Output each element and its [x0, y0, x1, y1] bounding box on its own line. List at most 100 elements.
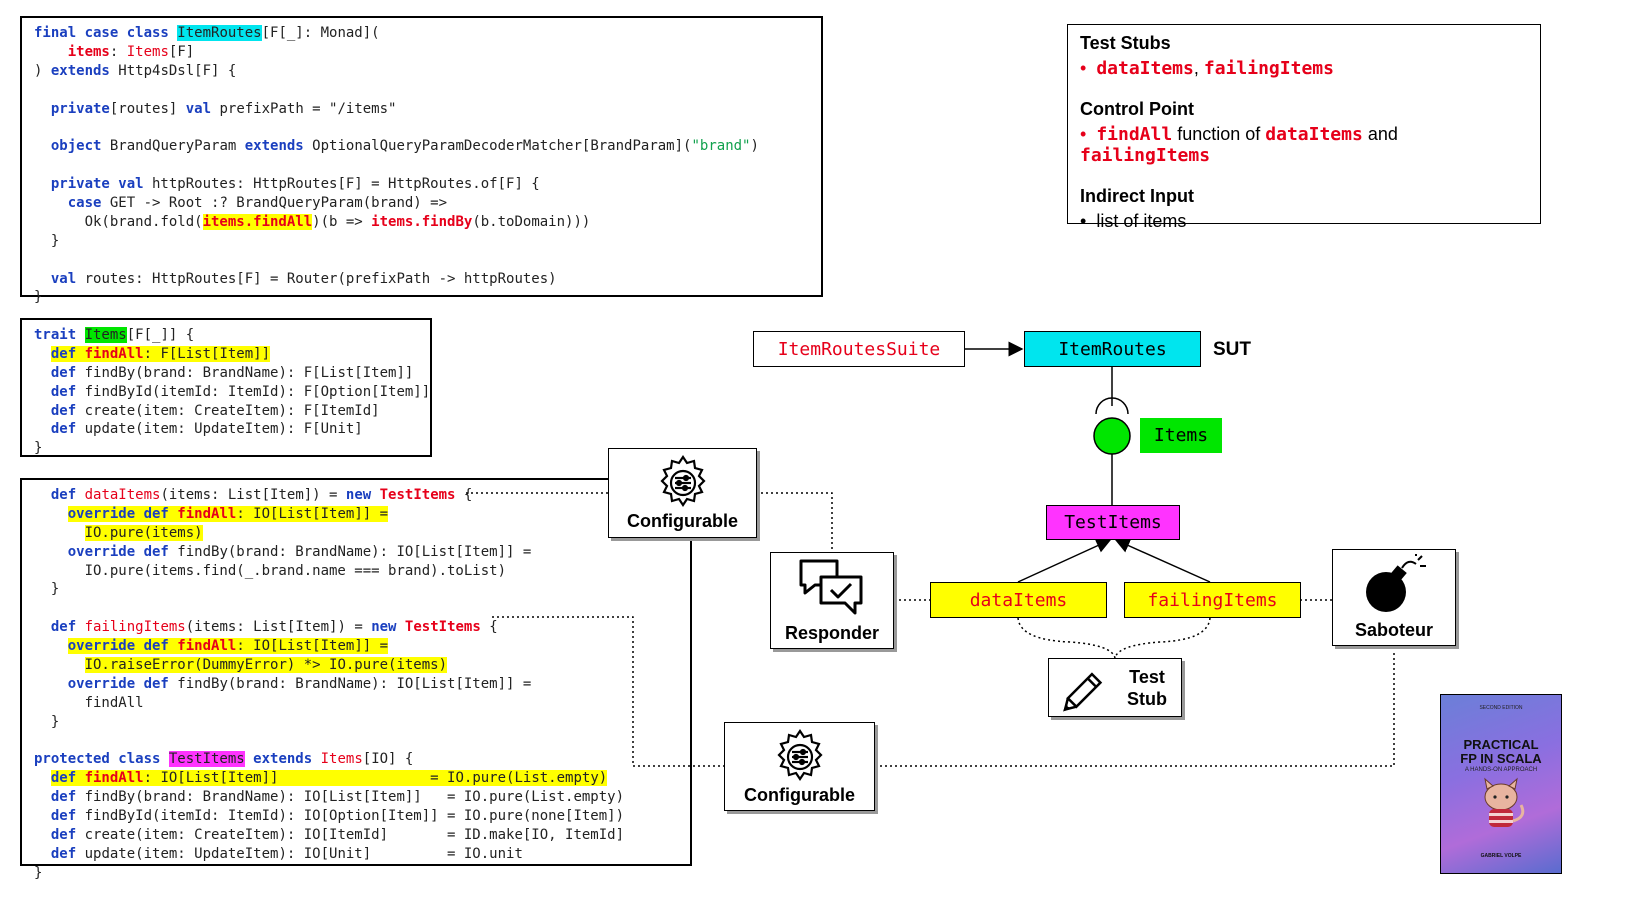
code-token: items — [67, 43, 110, 60]
indirect-item: list of items — [1096, 211, 1187, 231]
code-line: def create(item: CreateItem): IO[ItemId]… — [34, 826, 678, 845]
code-token: TestItems — [379, 487, 456, 503]
code-token: findAll — [177, 638, 237, 655]
failing-items-stub-curve — [1114, 617, 1211, 659]
code-token: } — [34, 232, 60, 249]
code-token: findAll — [84, 770, 144, 787]
code-token: findBy(brand: BrandName): IO[List[Item]]… — [76, 789, 625, 806]
code-token: routes: HttpRoutes[F] = Router(prefixPat… — [76, 270, 557, 287]
code-token: OptionalQueryParamDecoderMatcher[BrandPa… — [303, 138, 692, 155]
code-token: : F[List[Item]] — [143, 345, 271, 362]
items-trait-code-box: trait Items[F[_]] { def findAll: F[List[… — [20, 318, 432, 457]
code-token: private val — [50, 176, 144, 193]
items-label: Items — [1153, 425, 1209, 446]
code-token: items.findAll — [202, 213, 313, 230]
code-token: dataItems — [84, 487, 161, 503]
code-token: : IO[List[Item]] = IO.pure(List.empty) — [143, 770, 608, 787]
code-token: def — [50, 383, 77, 400]
code-line: override def findBy(brand: BrandName): I… — [34, 675, 678, 694]
item-routes-code-box: final case class ItemRoutes[F[_]: Monad]… — [20, 16, 823, 305]
code-token: (items: List[Item]) = — [160, 487, 346, 503]
configurable-to-saboteur-link — [875, 650, 1395, 767]
code-line: protected class TestItems extends Items[… — [34, 750, 678, 769]
code-token: findBy(brand: BrandName): IO[List[Item]]… — [168, 675, 532, 692]
code-line: } — [34, 580, 678, 599]
code-line: def findById(itemId: ItemId): F[Option[I… — [34, 383, 430, 402]
test-stub-data-items: dataItems — [1096, 58, 1194, 79]
test-items-code-box: def dataItems(items: List[Item]) = new T… — [20, 478, 692, 881]
code-line: IO.pure(items.find(_.brand.name === bran… — [34, 562, 678, 581]
code-line: private[routes] val prefixPath = "/items… — [34, 100, 809, 119]
code-token: findById(itemId: ItemId): F[Option[Item]… — [76, 383, 431, 400]
bullet: • — [1080, 124, 1087, 144]
code-token: def — [50, 770, 85, 787]
book-title-line2: FP IN SCALA — [1460, 751, 1542, 766]
code-token: BrandQueryParam — [101, 138, 245, 155]
code-token: findAll — [84, 345, 144, 362]
code-token: extends — [244, 138, 304, 155]
code-line: def failingItems(items: List[Item]) = ne… — [34, 618, 678, 637]
code-token: [IO] { — [362, 751, 414, 768]
code-line: def findAll: IO[List[Item]] = IO.pure(Li… — [34, 769, 678, 788]
item-routes-suite-node: ItemRoutesSuite — [753, 331, 965, 367]
code-line: def create(item: CreateItem): F[ItemId] — [34, 402, 418, 421]
book-title-line1: PRACTICAL — [1463, 737, 1539, 752]
responder-label: Responder — [784, 623, 880, 643]
code-token: case — [67, 195, 102, 212]
failing-items-def-to-configurable-link — [492, 616, 724, 767]
code-line: ) extends Http4sDsl[F] { — [34, 62, 809, 81]
configurable-card-bottom: Configurable — [724, 722, 875, 811]
code-token: : IO[List[Item]] = — [236, 638, 389, 655]
code-token: object — [50, 138, 102, 155]
code-token: { — [480, 619, 498, 636]
code-line: object BrandQueryParam extends OptionalQ… — [34, 137, 809, 156]
code-line: override def findBy(brand: BrandName): I… — [34, 543, 678, 562]
code-line: } — [34, 232, 809, 251]
code-token: items.findBy — [371, 213, 473, 230]
code-token: GET -> Root :? BrandQueryParam(brand) => — [101, 195, 448, 212]
indirect-input-line: • list of items — [1080, 211, 1528, 232]
code-token: TestItems — [168, 751, 245, 768]
configurable-label-bottom: Configurable — [744, 785, 855, 805]
book-edition: SECOND EDITION — [1479, 705, 1523, 711]
failing-items-label: failingItems — [1147, 589, 1278, 611]
item-routes-node: ItemRoutes — [1024, 331, 1201, 367]
code-token: create(item: CreateItem): F[ItemId] — [76, 402, 380, 419]
test-items-code: def dataItems(items: List[Item]) = new T… — [34, 486, 678, 883]
data-items-inherit-arrow — [1017, 538, 1112, 583]
code-token: [F[_]] { — [126, 327, 195, 343]
code-token: : IO[List[Item]] = — [236, 505, 389, 522]
code-token: findBy(brand: BrandName): IO[List[Item]]… — [168, 543, 532, 560]
data-items-def-to-responder-link — [466, 492, 833, 552]
items-node: Items — [1140, 418, 1222, 453]
separator: , — [1193, 58, 1199, 78]
control-and: and — [1367, 124, 1398, 144]
code-token: override def — [67, 505, 178, 522]
code-token: private — [50, 100, 110, 117]
code-token: Items — [320, 751, 363, 768]
failing-items-inherit-arrow — [1114, 538, 1211, 583]
code-token: prefixPath = "/items" — [211, 100, 397, 117]
code-token: [F] — [168, 43, 195, 60]
test-items-label: TestItems — [1064, 512, 1162, 533]
control-text: function of — [1177, 124, 1261, 144]
code-line: override def findAll: IO[List[Item]] = — [34, 637, 678, 656]
code-token: override def — [67, 638, 178, 655]
book-subtitle: A HANDS-ON APPROACH — [1464, 767, 1538, 773]
code-token: findBy(brand: BrandName): F[List[Item]] — [76, 364, 414, 381]
code-line: final case class ItemRoutes[F[_]: Monad]… — [34, 24, 809, 43]
code-token: failingItems — [84, 619, 186, 636]
code-line: def findBy(brand: BrandName): F[List[Ite… — [34, 364, 418, 383]
code-token: def — [50, 827, 77, 844]
code-token: def — [50, 364, 77, 381]
code-token: findById(itemId: ItemId): IO[Option[Item… — [76, 808, 625, 825]
code-token: def — [50, 402, 77, 419]
code-line: override def findAll: IO[List[Item]] = — [34, 505, 678, 524]
code-line: items: Items[F] — [34, 43, 809, 62]
test-stubs-line: • dataItems, failingItems — [1080, 58, 1528, 79]
control-failing-items: failingItems — [1080, 145, 1211, 166]
code-token: (b.toDomain))) — [472, 213, 591, 230]
bullet: • — [1080, 58, 1087, 78]
code-token: } — [34, 581, 60, 598]
